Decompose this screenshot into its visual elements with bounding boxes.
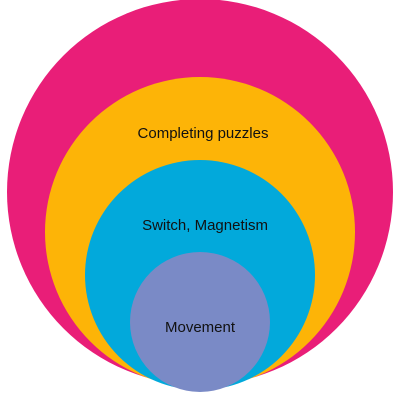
label-movement: Movement [165,319,236,336]
label-switch-magnetism: Switch, Magnetism [142,217,268,234]
inner-circle [130,252,270,392]
label-completing-puzzles: Completing puzzles [138,125,269,142]
